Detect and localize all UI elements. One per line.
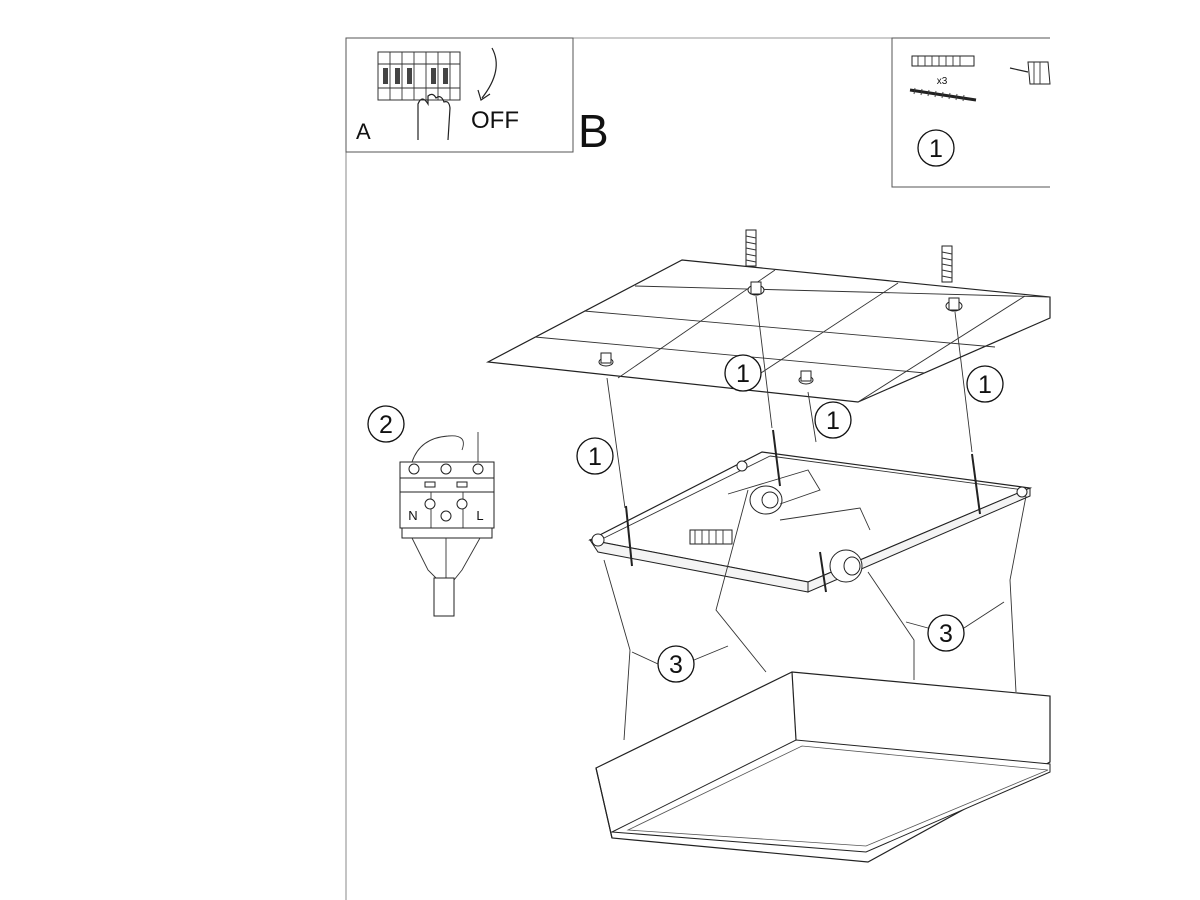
screw-guide-lines <box>606 295 973 509</box>
panel-b-letter: B <box>578 105 609 157</box>
hardware-step-circle <box>917 129 955 167</box>
callout-step1-center: 1 <box>724 354 762 392</box>
svg-text:3: 3 <box>669 651 683 679</box>
terminal-connector: N L <box>399 432 495 617</box>
wall-plug-front-mid <box>798 370 814 385</box>
callout-step3-right: 3 <box>905 601 1005 652</box>
wall-anchor-left <box>745 229 765 296</box>
wire-lines <box>603 489 1027 741</box>
drill-icon <box>1009 61 1051 85</box>
turn-arrow-icon <box>481 47 497 99</box>
svg-text:3: 3 <box>939 620 953 648</box>
wall-plug-front-left <box>598 352 614 367</box>
hardware-box: x3 1 <box>891 37 1051 188</box>
mounting-plate <box>588 451 1033 593</box>
panel-a-letter: A <box>356 119 371 144</box>
callout-step1-left: 1 <box>576 437 614 475</box>
lamp-body <box>595 671 1051 863</box>
terminal-block-plate <box>689 529 733 545</box>
neutral-terminal-label: N <box>408 508 417 523</box>
off-label: OFF <box>471 107 519 134</box>
svg-text:1: 1 <box>588 443 602 471</box>
live-terminal-label: L <box>476 508 483 523</box>
callout-step2: 2 <box>367 405 405 443</box>
callout-step1-right: 1 <box>966 365 1004 403</box>
callout-step1-mid: 1 <box>814 401 852 439</box>
wall-plug-icon <box>911 55 975 67</box>
quantity-label: x3 <box>937 76 948 87</box>
panel-a: A OFF <box>345 37 574 153</box>
hardware-step-number: 1 <box>929 135 943 163</box>
svg-text:1: 1 <box>826 407 840 435</box>
hand-icon <box>417 93 451 141</box>
svg-text:1: 1 <box>736 360 750 388</box>
ceiling-grid <box>485 259 1051 403</box>
breaker-switch-icon <box>377 51 461 101</box>
callout-step3-left: 3 <box>631 645 729 683</box>
svg-text:1: 1 <box>978 371 992 399</box>
screw-icon <box>909 87 977 102</box>
screws <box>625 429 981 593</box>
spring-clip-upper <box>749 485 783 515</box>
spring-clip-lower <box>829 549 863 583</box>
wall-anchor-right <box>941 245 963 312</box>
svg-text:2: 2 <box>379 411 393 439</box>
